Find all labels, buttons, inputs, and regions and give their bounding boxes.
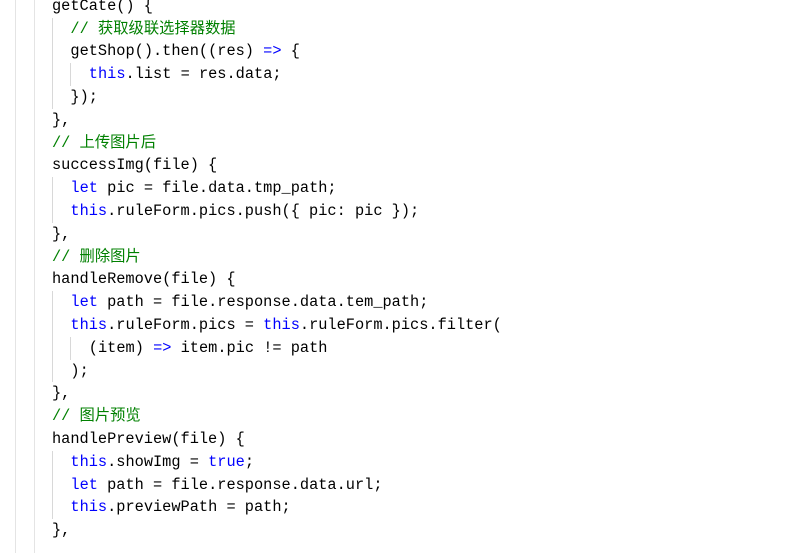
- code-keyword: =>: [263, 42, 282, 61]
- code-text: });: [70, 88, 98, 106]
- code-line[interactable]: });: [70, 86, 98, 109]
- code-line[interactable]: let path = file.response.data.url;: [70, 474, 382, 497]
- indent-guide: [52, 450, 53, 474]
- code-line[interactable]: },: [52, 223, 70, 246]
- code-keyword: this: [263, 316, 300, 334]
- code-text: getCate() {: [52, 0, 153, 15]
- code-line[interactable]: // 上传图片后: [52, 132, 156, 155]
- indent-guide: [52, 40, 53, 64]
- code-line[interactable]: successImg(file) {: [52, 154, 217, 177]
- code-text: },: [52, 521, 71, 540]
- code-keyword: this: [70, 202, 108, 220]
- code-text: .ruleForm.pics.filter(: [299, 316, 502, 334]
- code-keyword: this: [70, 498, 108, 517]
- code-text: path = file.response.data.tem_path;: [97, 293, 429, 312]
- indent-guide: [70, 63, 72, 86]
- code-comment: // 获取级联选择器数据: [70, 19, 236, 38]
- code-text: .ruleForm.pics.push({ pic: pic });: [107, 202, 420, 220]
- code-line[interactable]: },: [52, 382, 70, 405]
- indent-guide: [52, 496, 53, 520]
- indent-guide: [52, 63, 53, 86]
- indent-guide: [52, 177, 53, 200]
- code-keyword: true: [208, 452, 245, 471]
- code-line[interactable]: let path = file.response.data.tem_path;: [70, 291, 428, 314]
- code-line[interactable]: getShop().then((res) => {: [70, 40, 300, 63]
- code-line[interactable]: },: [52, 519, 70, 542]
- code-line[interactable]: getCate() {: [52, 0, 153, 18]
- code-text: item.pic != path: [171, 338, 328, 357]
- code-line[interactable]: },: [52, 109, 70, 132]
- code-comment: // 上传图片后: [52, 133, 157, 152]
- code-text: );: [70, 361, 89, 380]
- indent-guide: [52, 17, 53, 41]
- code-line[interactable]: this.previewPath = path;: [70, 496, 290, 519]
- code-text: .list = res.data;: [125, 65, 282, 84]
- code-text: pic = file.data.tmp_path;: [97, 179, 337, 198]
- gutter-border-left: [15, 0, 16, 553]
- code-line[interactable]: this.ruleForm.pics.push({ pic: pic });: [70, 200, 419, 223]
- code-comment: // 删除图片: [52, 247, 141, 266]
- code-comment: // 图片预览: [52, 407, 141, 426]
- code-line[interactable]: this.list = res.data;: [89, 63, 282, 86]
- gutter-border-right: [34, 0, 35, 553]
- code-text: },: [52, 224, 71, 243]
- code-text: .showImg =: [107, 452, 209, 471]
- code-text: path = file.response.data.url;: [97, 475, 383, 494]
- code-line[interactable]: // 删除图片: [52, 246, 141, 269]
- indent-guide: [52, 86, 53, 109]
- indent-guide: [52, 359, 53, 383]
- code-text: ;: [244, 452, 254, 471]
- code-text: successImg(file) {: [52, 156, 218, 175]
- code-text: {: [281, 42, 300, 61]
- code-line[interactable]: this.showImg = true;: [70, 451, 254, 474]
- code-keyword: let: [70, 475, 98, 494]
- code-line[interactable]: // 图片预览: [52, 405, 141, 428]
- indent-guide: [52, 336, 53, 360]
- code-keyword: this: [88, 65, 126, 84]
- code-text: handleRemove(file) {: [52, 270, 236, 289]
- code-text: },: [52, 384, 71, 403]
- indent-guide: [52, 314, 53, 337]
- code-line[interactable]: handleRemove(file) {: [52, 268, 236, 291]
- code-text: .previewPath = path;: [107, 498, 291, 517]
- code-keyword: this: [70, 316, 108, 334]
- code-text: getShop().then((res): [70, 42, 264, 61]
- code-keyword: let: [70, 293, 98, 312]
- code-text: .ruleForm.pics =: [107, 316, 264, 334]
- code-text: handlePreview(file) {: [52, 430, 245, 448]
- code-text: },: [52, 110, 71, 129]
- code-text: (item): [88, 338, 154, 357]
- code-line[interactable]: // 获取级联选择器数据: [70, 18, 235, 41]
- indent-guide: [52, 473, 53, 497]
- code-keyword: =>: [153, 338, 172, 357]
- code-keyword: let: [70, 179, 98, 198]
- code-line[interactable]: (item) => item.pic != path: [89, 337, 328, 360]
- code-line[interactable]: this.ruleForm.pics = this.ruleForm.pics.…: [70, 314, 501, 337]
- code-line[interactable]: );: [70, 360, 88, 383]
- code-line[interactable]: let pic = file.data.tmp_path;: [70, 177, 336, 200]
- code-line[interactable]: handlePreview(file) {: [52, 428, 245, 451]
- indent-guide: [52, 200, 53, 223]
- indent-guide: [52, 291, 53, 314]
- code-keyword: this: [70, 452, 108, 471]
- indent-guide: [70, 336, 72, 360]
